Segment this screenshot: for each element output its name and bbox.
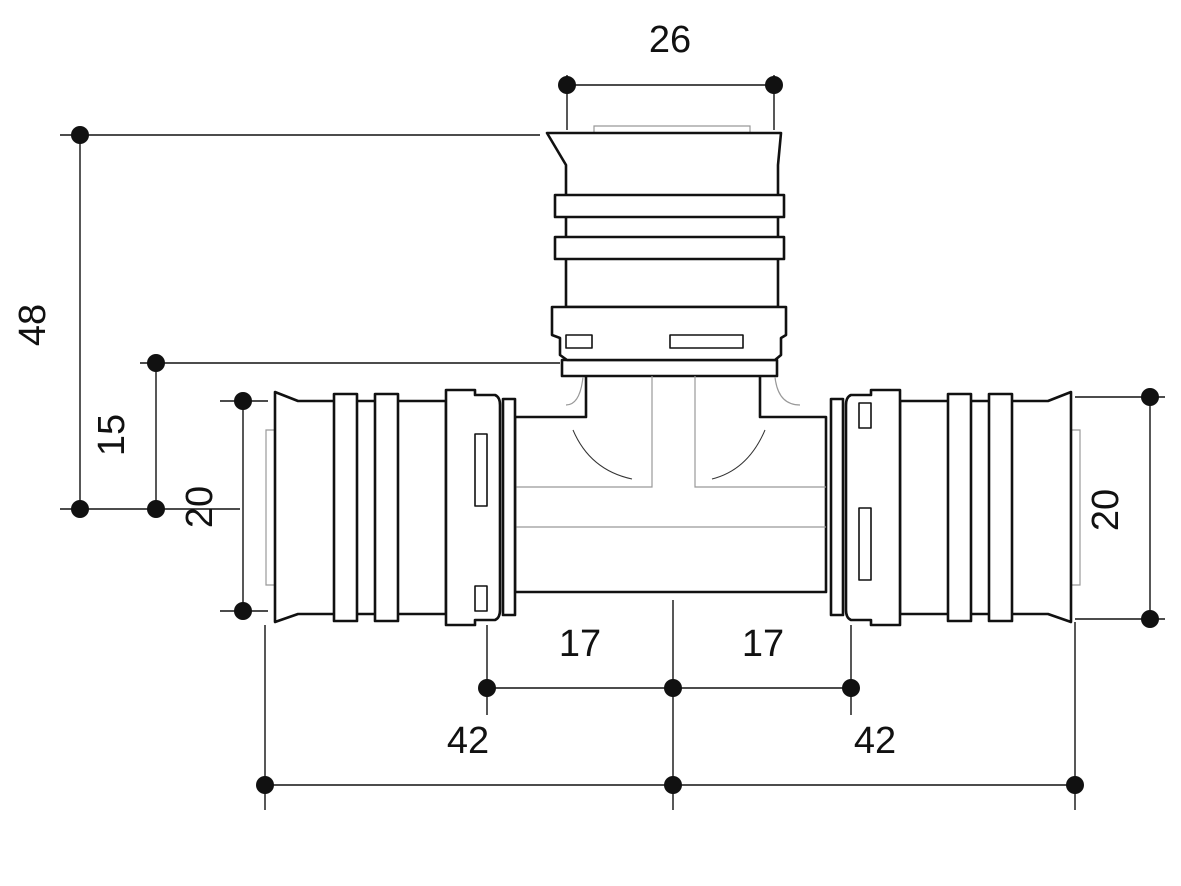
dim-right-half-body: 17	[742, 623, 784, 665]
dim-left-half-total: 42	[447, 720, 489, 762]
right-fitting	[829, 388, 1081, 627]
dim-branch-offset: 15	[91, 414, 133, 456]
dim-branch-width: 26	[649, 19, 691, 61]
dim-left-half-body: 17	[559, 623, 601, 665]
dim-right-half-total: 42	[854, 720, 896, 762]
dimension-lines	[60, 75, 1165, 810]
dim-left-diameter: 20	[179, 486, 221, 528]
top-fitting	[545, 125, 788, 362]
dim-right-diameter: 20	[1085, 489, 1127, 531]
left-fitting	[265, 388, 517, 627]
tee-body	[513, 358, 828, 594]
dim-total-height: 48	[12, 304, 54, 346]
